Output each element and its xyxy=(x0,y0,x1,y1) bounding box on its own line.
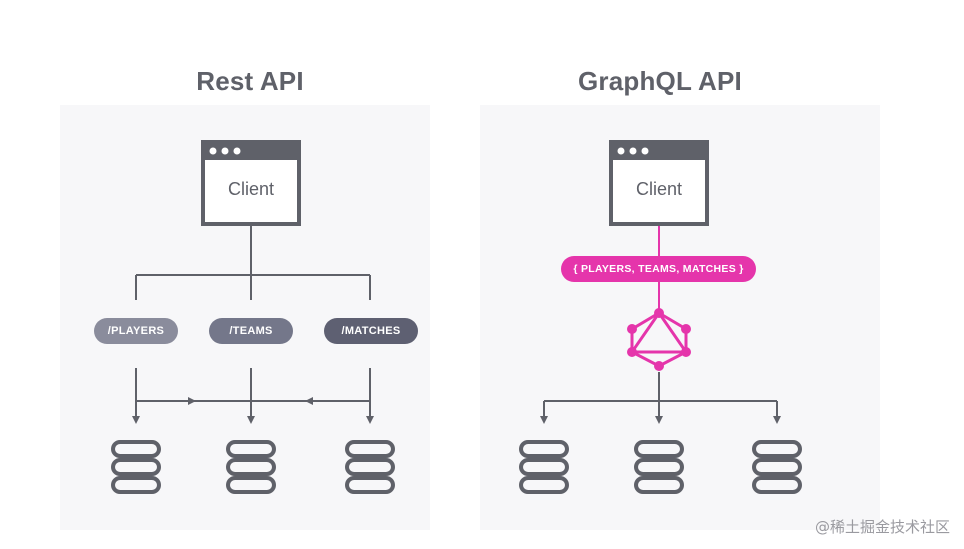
graphql-logo-icon xyxy=(627,308,691,371)
endpoint-matches-pill: /MATCHES xyxy=(324,318,418,344)
graphql-api-title: GraphQL API xyxy=(577,66,742,96)
database-icon xyxy=(111,440,161,494)
database-icon xyxy=(752,440,802,494)
database-icon xyxy=(226,440,276,494)
endpoint-players-pill: /PLAYERS xyxy=(94,318,178,344)
graphql-client-label: Client xyxy=(635,179,683,199)
window-dot xyxy=(233,147,241,155)
window-dot xyxy=(641,147,649,155)
window-dot xyxy=(629,147,637,155)
endpoint-teams-pill: /TEAMS xyxy=(209,318,293,344)
rest-client-window xyxy=(201,140,301,226)
database-icon xyxy=(345,440,395,494)
rest-client-label: Client xyxy=(227,179,275,199)
window-dot xyxy=(209,147,217,155)
graphql-client-window xyxy=(609,140,709,226)
right-arrow-icon xyxy=(188,397,196,405)
left-arrow-icon xyxy=(305,397,313,405)
watermark-text: @稀土掘金技术社区 xyxy=(814,518,950,536)
rest-connectors xyxy=(132,226,374,424)
window-dot xyxy=(221,147,229,155)
database-icon xyxy=(634,440,684,494)
database-icon xyxy=(519,440,569,494)
rest-api-title: Rest API xyxy=(196,66,304,96)
window-dot xyxy=(617,147,625,155)
graphql-query-pill: { PLAYERS, TEAMS, MATCHES } xyxy=(561,256,756,282)
graphql-connectors xyxy=(540,372,781,424)
